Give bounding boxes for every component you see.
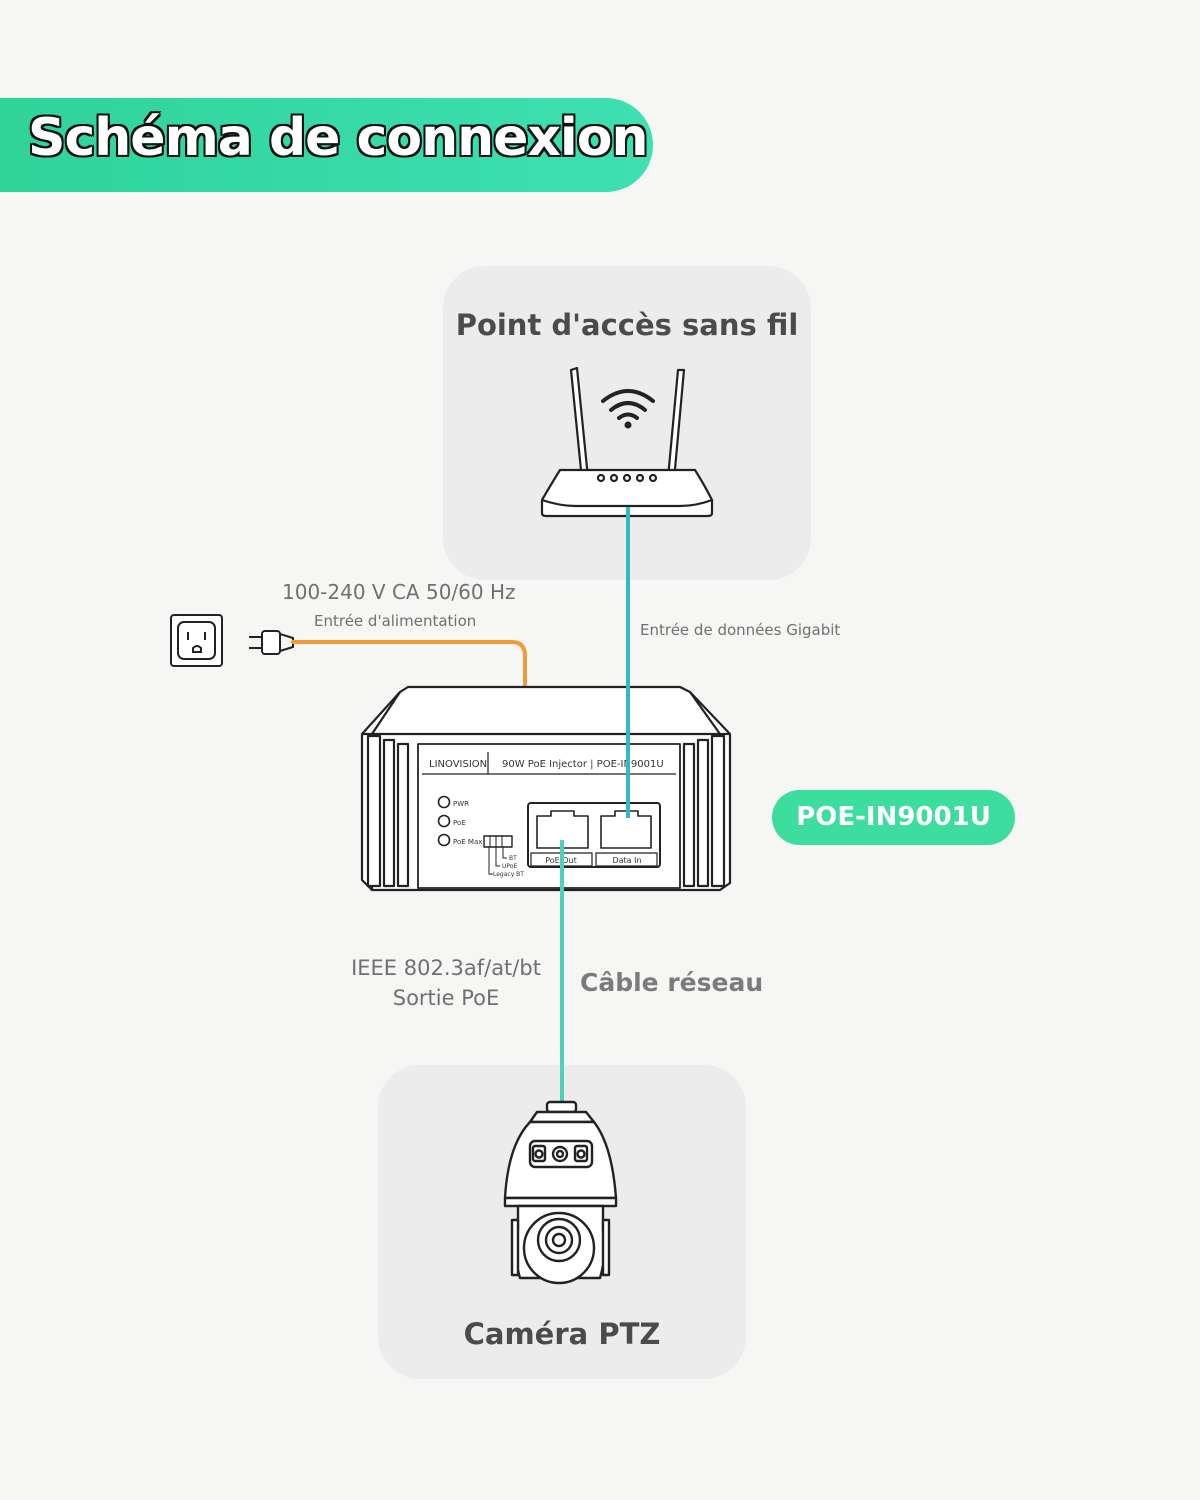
data-input-label: Entrée de données Gigabit <box>640 621 841 639</box>
power-input-label: Entrée d'alimentation <box>314 612 477 630</box>
poe-standard-label: IEEE 802.3af/at/bt <box>351 956 541 980</box>
port-label-data-in: Data In <box>612 856 641 865</box>
switch-label-legacy-bt: Legacy BT <box>493 871 524 878</box>
power-outlet-icon <box>170 614 223 667</box>
model-badge: POE-IN9001U <box>772 790 1015 845</box>
led-label-pwr: PWR <box>453 800 469 808</box>
led-label-poe: PoE <box>453 819 466 827</box>
ptz-camera-icon <box>503 1100 618 1285</box>
poe-output-label: Sortie PoE <box>392 986 500 1010</box>
power-voltage-label: 100-240 V CA 50/60 Hz <box>282 580 516 604</box>
injector-product: 90W PoE Injector | POE-IN9001U <box>502 759 664 770</box>
title-banner: Schéma de connexion <box>0 98 653 192</box>
led-label-poe-max: PoE Max <box>453 838 482 846</box>
router-icon <box>540 366 714 518</box>
switch-label-bt: BT <box>509 855 517 862</box>
access-point-title: Point d'accès sans fil <box>455 308 799 342</box>
network-cable-label: Câble réseau <box>580 968 764 997</box>
poe-injector <box>360 685 732 892</box>
injector-brand: LINOVISION <box>429 759 487 770</box>
power-plug-icon <box>249 630 294 655</box>
camera-title: Caméra PTZ <box>463 1317 661 1351</box>
power-cable <box>291 640 527 692</box>
page-title: Schéma de connexion <box>28 108 648 168</box>
switch-label-upoe: UPoE <box>502 863 517 870</box>
